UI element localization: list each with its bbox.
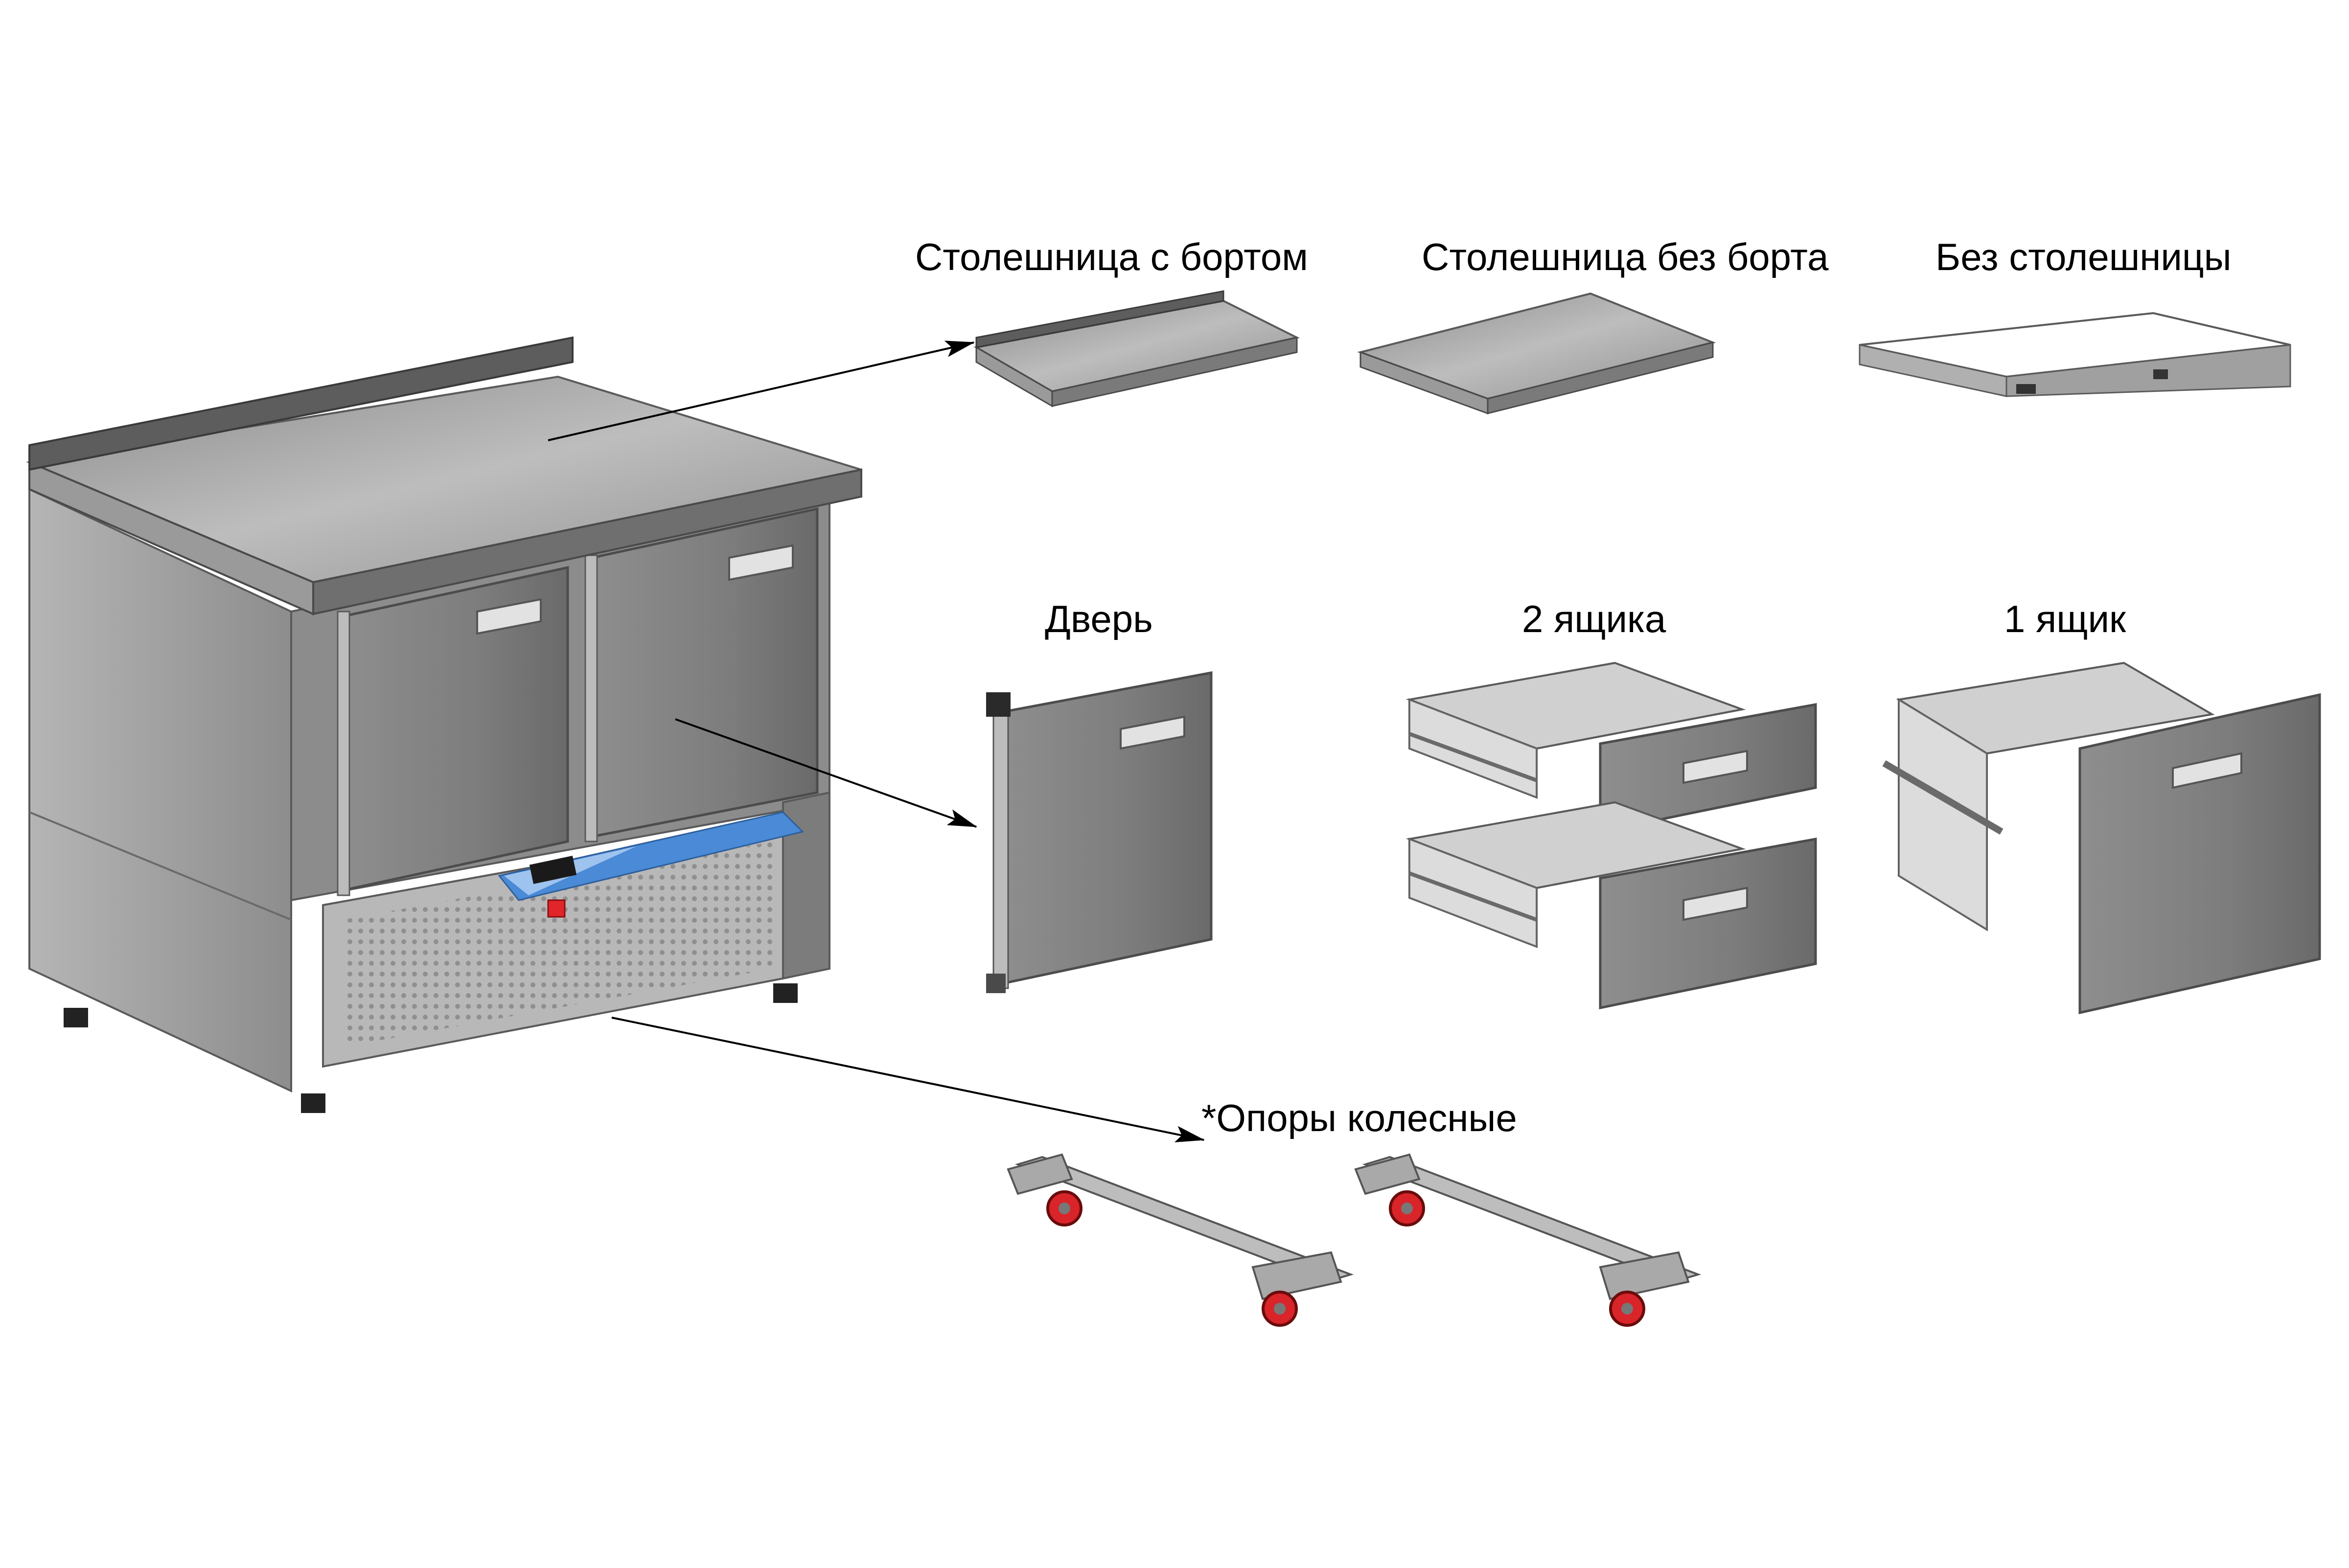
label-no-top: Без столешницы <box>1935 235 2232 278</box>
label-top-with-rim: Столешница с бортом <box>915 235 1308 278</box>
label-two-drawers: 2 ящика <box>1522 597 1666 640</box>
drawer-handle <box>2172 752 2242 789</box>
door-option <box>986 671 1213 993</box>
worktop-without-rim <box>1357 292 1716 415</box>
two-drawers-option <box>1405 661 1817 1010</box>
drawer-handle <box>1682 750 1748 784</box>
wheel-support-left <box>1007 1153 1354 1327</box>
counter-upstand <box>28 336 574 471</box>
label-top-without-rim: Столешница без борта <box>1422 235 1829 278</box>
counter-side-panel <box>28 487 292 1093</box>
arrow-to-wheels <box>611 1017 1205 1142</box>
wheel-support-right <box>1354 1153 1702 1327</box>
worktop-with-rim <box>973 290 1300 408</box>
counter-foot <box>64 1008 88 1027</box>
power-switch <box>547 899 566 918</box>
drawer-handle <box>1682 886 1748 921</box>
control-panel <box>498 811 804 901</box>
label-wheel-supports: *Опоры колесные <box>1201 1096 1517 1139</box>
counter-foot <box>773 983 798 1003</box>
label-door: Дверь <box>1045 597 1153 640</box>
door-handle <box>1120 715 1185 750</box>
door-handle-right <box>728 544 794 581</box>
no-worktop-unit <box>1859 312 2291 397</box>
door-handle-left <box>476 598 542 635</box>
counter-foot <box>301 1093 325 1113</box>
one-drawer-option <box>1882 661 2321 1015</box>
drawer-front-single <box>2078 693 2321 1015</box>
arrow-to-worktop <box>548 341 975 441</box>
arrows <box>548 341 1205 1142</box>
drawer-front-lower <box>1599 838 1817 1010</box>
arrow-to-door <box>675 718 977 828</box>
label-one-drawer: 1 ящик <box>2004 597 2126 640</box>
refrigerated-counter <box>25 336 862 1113</box>
display-screen <box>529 856 577 884</box>
